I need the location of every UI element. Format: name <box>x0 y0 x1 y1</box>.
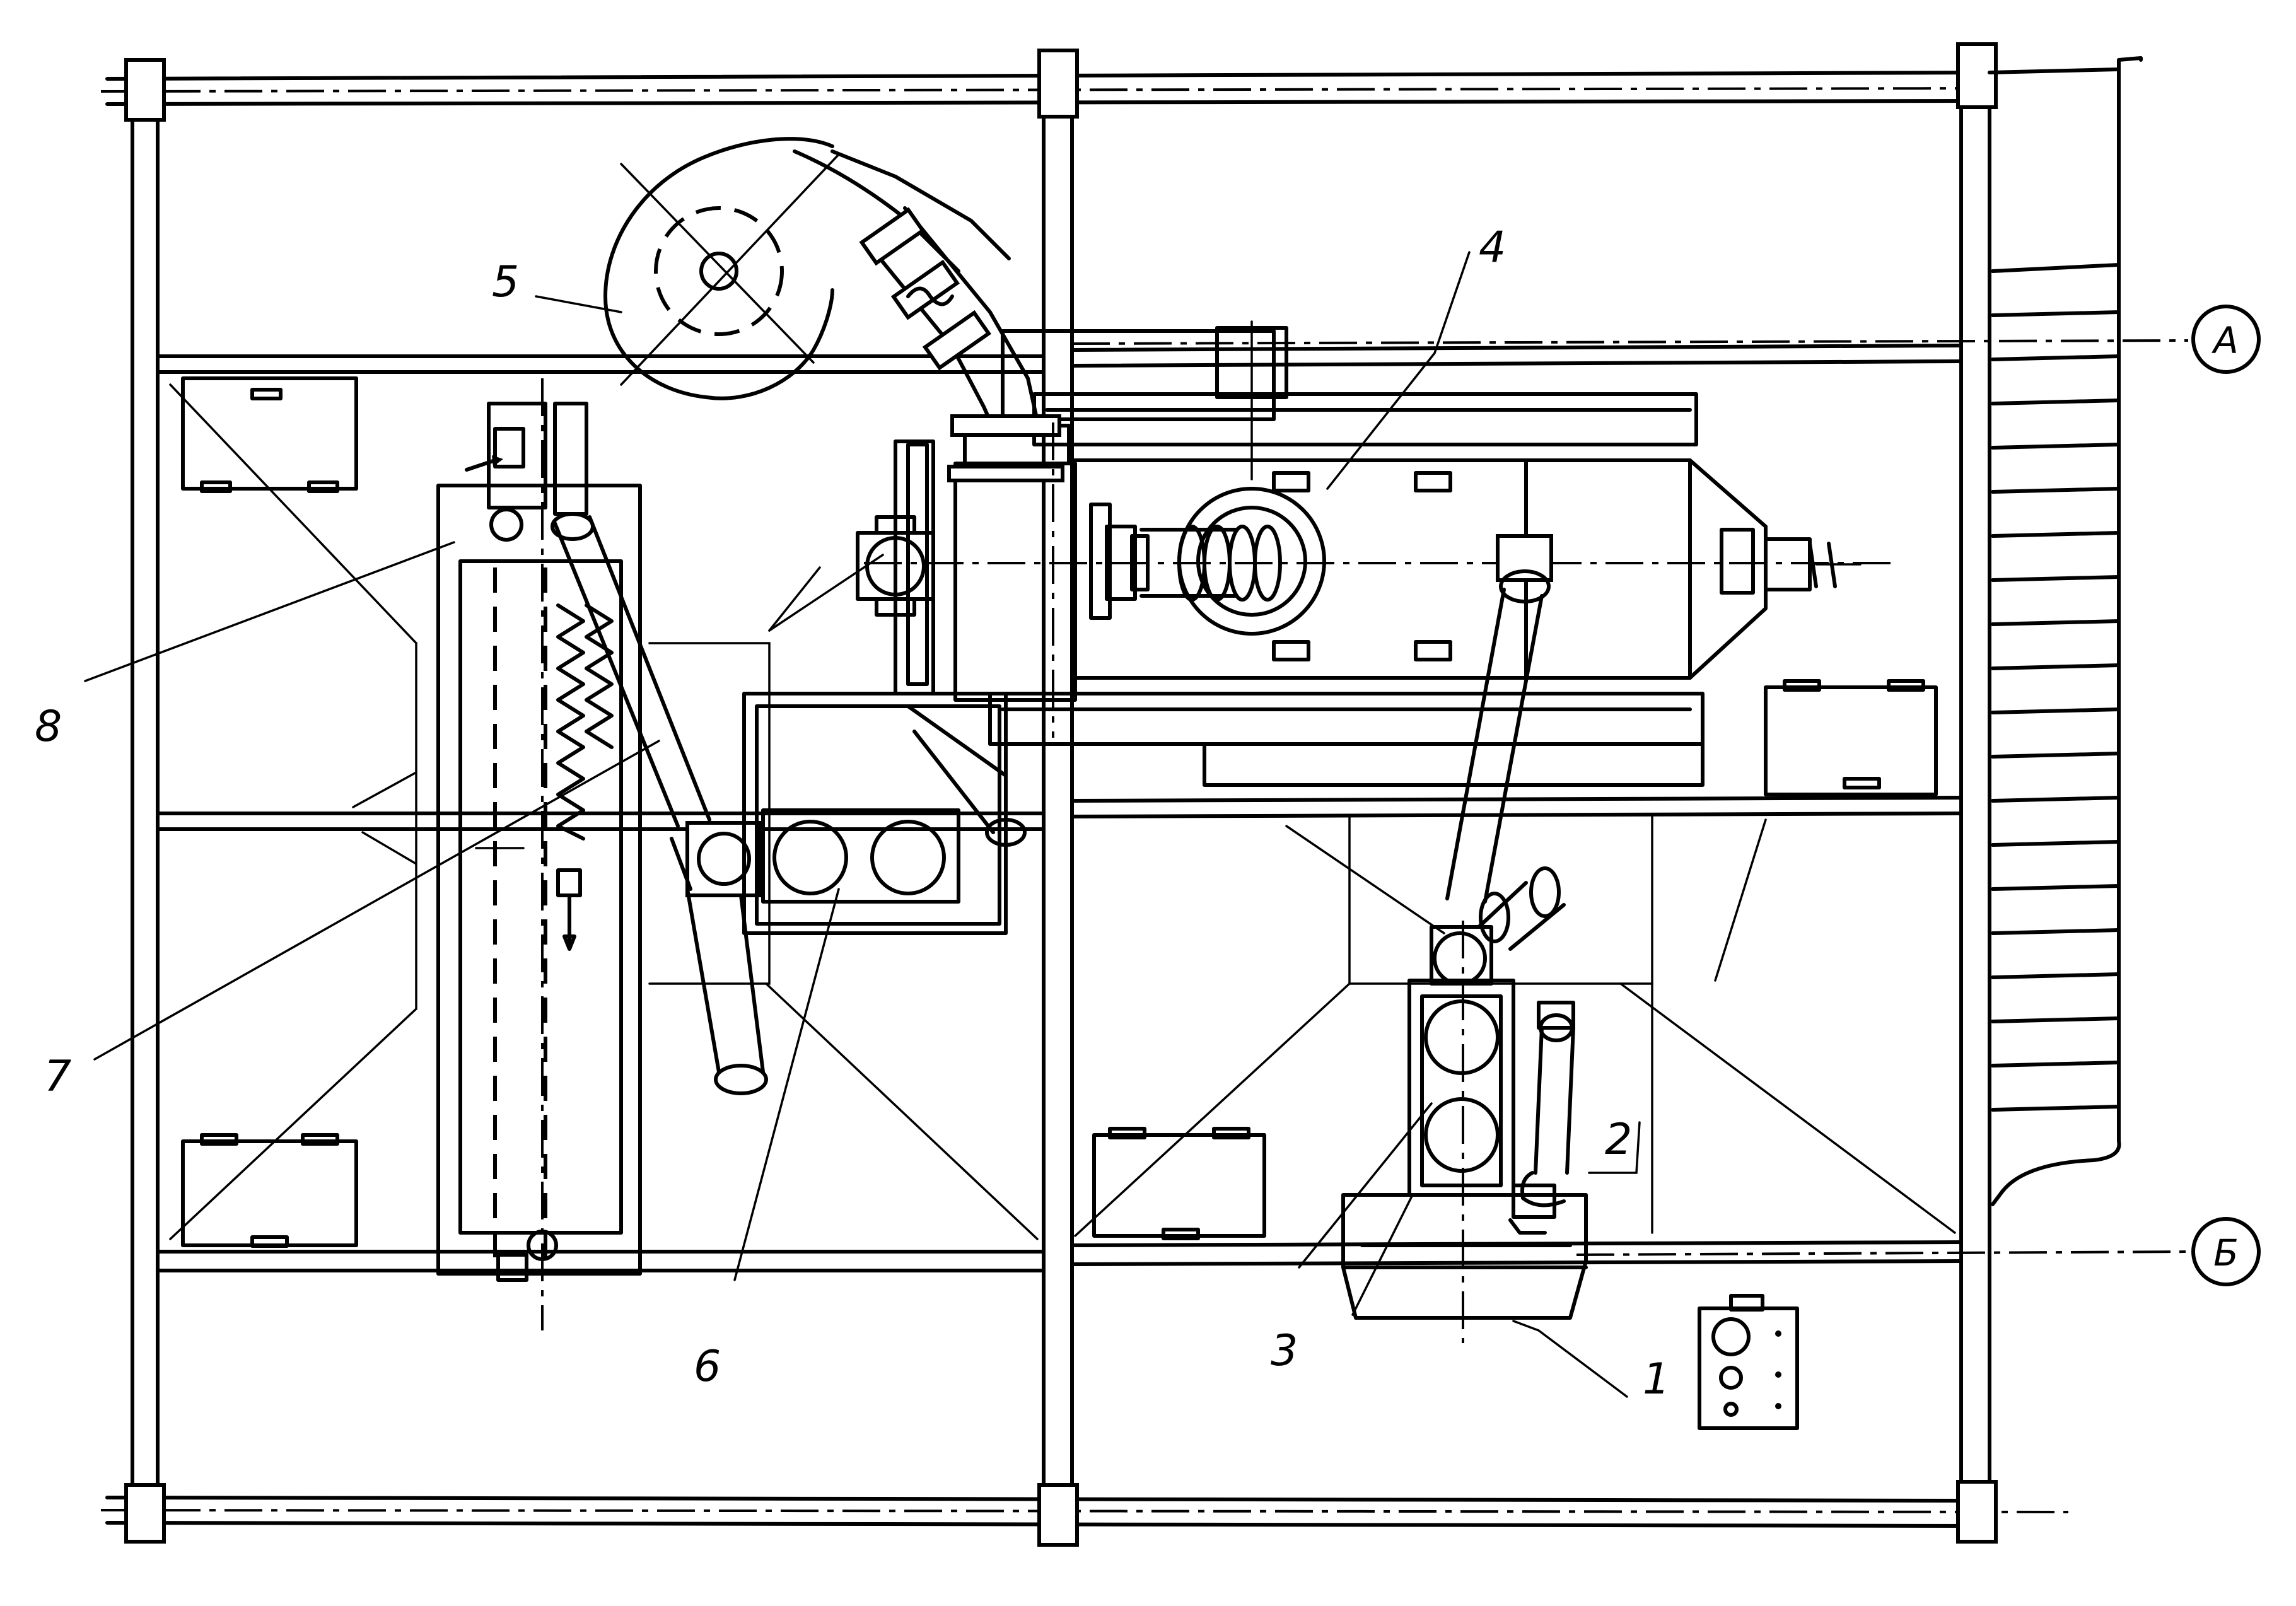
conveyor-unit-8 <box>436 378 642 1330</box>
callout-3: 3 <box>1271 1326 1298 1376</box>
base-plates <box>181 376 1938 1248</box>
pipe-2 <box>1508 1001 1575 1235</box>
callout-2: 2 <box>1605 1115 1632 1165</box>
axis-marker-b: Б <box>2191 1217 2261 1286</box>
stair-treads <box>1991 310 2121 1112</box>
callout-5: 5 <box>492 257 519 307</box>
floor-slab-lines <box>169 383 1956 1240</box>
right-wall-steps <box>1988 56 2143 1206</box>
control-panel-1 <box>1698 1294 1799 1430</box>
axis-marker-a: А <box>2191 305 2261 374</box>
leader-lines <box>84 251 1641 1398</box>
tank-unit-6 <box>742 692 1027 935</box>
separator-unit-3 <box>1341 866 1588 1343</box>
centrifugal-fan-5 <box>603 137 1042 437</box>
axis-label-a: А <box>2211 319 2239 362</box>
callout-labels: 1 2 3 4 5 6 7 8 <box>35 223 1670 1404</box>
callout-7: 7 <box>44 1052 71 1102</box>
callout-8: 8 <box>35 702 62 752</box>
callout-6: 6 <box>694 1342 721 1392</box>
axis-label-b: Б <box>2213 1231 2239 1274</box>
callout-4: 4 <box>1479 223 1506 272</box>
callout-1: 1 <box>1643 1354 1670 1404</box>
building-frame <box>100 42 2189 1547</box>
main-unit-4 <box>768 320 1892 904</box>
inclined-pipe-7 <box>551 512 768 1095</box>
